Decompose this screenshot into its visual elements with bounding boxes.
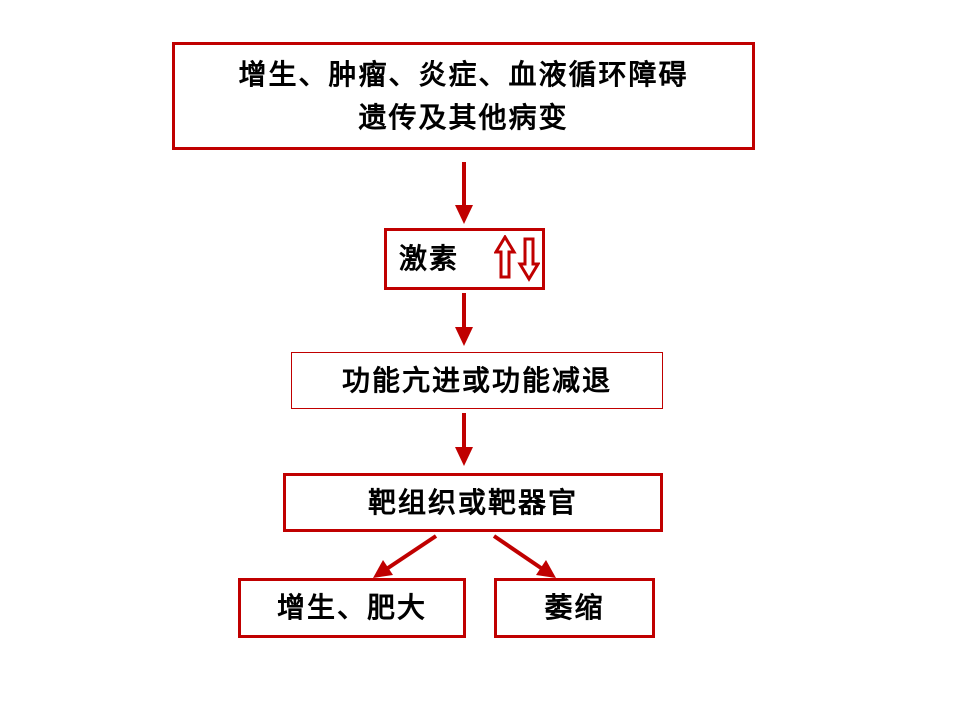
hormone-label: 激素: [399, 242, 460, 276]
arrow-target-to-atrophy: [492, 534, 556, 578]
cause-line-1: 增生、肿瘤、炎症、血液循环障碍: [238, 57, 689, 91]
target-box: 靶组织或靶器官: [283, 473, 663, 532]
hyperplasia-box: 增生、肥大: [238, 578, 466, 638]
atrophy-box: 萎缩: [494, 578, 655, 638]
atrophy-label: 萎缩: [544, 591, 605, 625]
up-down-arrow-icon: [494, 235, 540, 282]
cause-box: 增生、肿瘤、炎症、血液循环障碍 遗传及其他病变: [172, 42, 755, 150]
arrow-target-to-hyperplasia: [373, 534, 438, 578]
function-label: 功能亢进或功能减退: [341, 363, 612, 397]
hyperplasia-label: 增生、肥大: [276, 591, 427, 625]
target-label: 靶组织或靶器官: [367, 485, 578, 519]
hormone-box: 激素: [384, 228, 545, 290]
arrow-function-to-target: [455, 413, 473, 466]
arrow-hormone-to-function: [455, 293, 473, 346]
cause-line-2: 遗传及其他病变: [358, 101, 569, 134]
function-box: 功能亢进或功能减退: [291, 352, 663, 409]
arrow-cause-to-hormone: [455, 162, 473, 224]
